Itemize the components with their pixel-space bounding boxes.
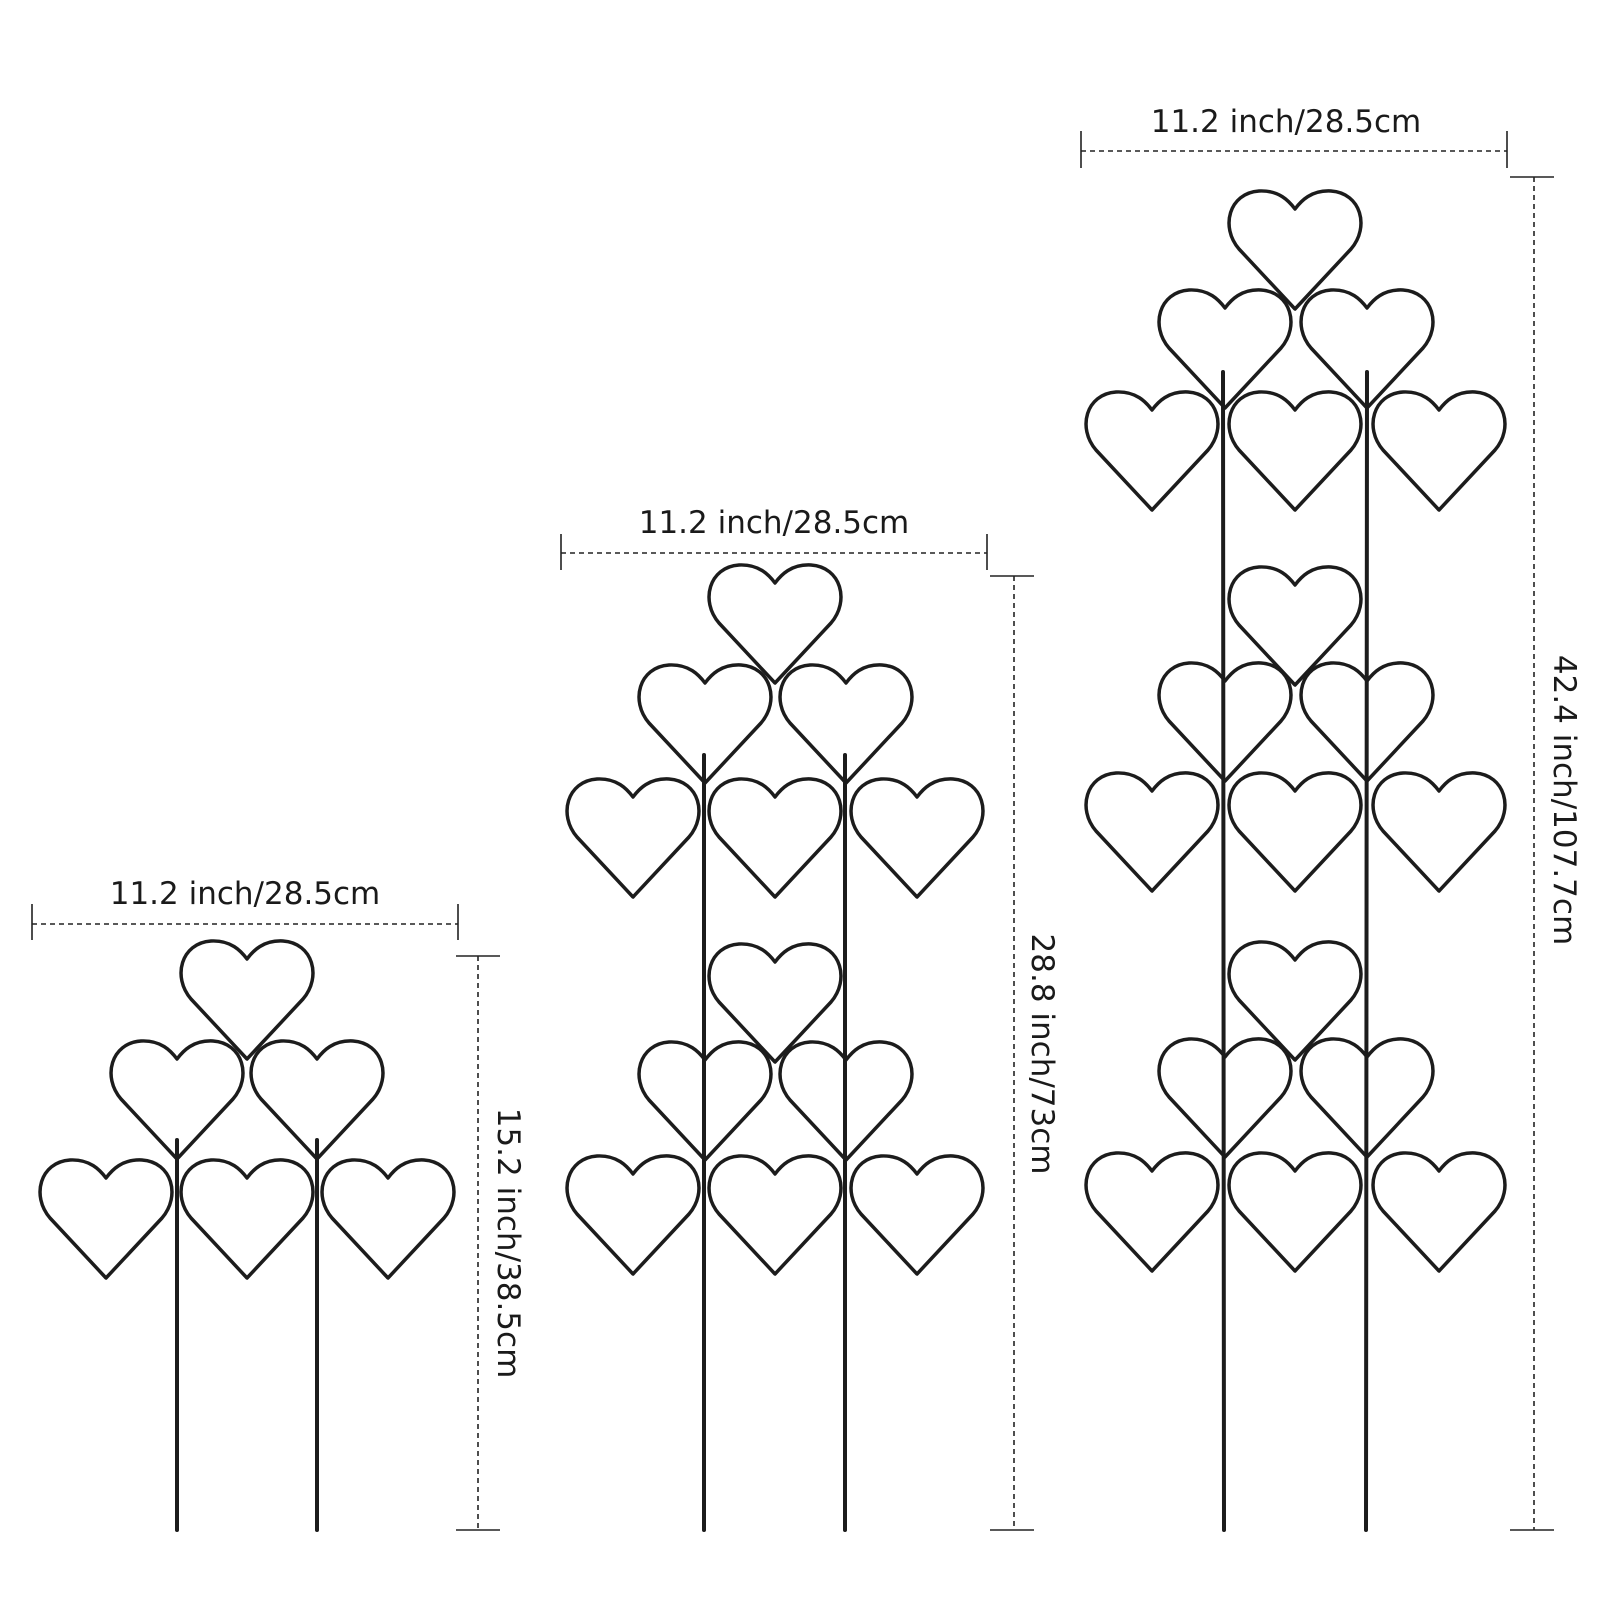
- heart-icon: [1084, 1151, 1220, 1273]
- height-dimension-large: 42.4 inch/107.7cm: [1510, 176, 1582, 1531]
- width-label-small: 11.2 inch/28.5cm: [110, 876, 381, 912]
- width-dimension-small: 11.2 inch/28.5cm: [31, 876, 459, 940]
- width-dimension-large: 11.2 inch/28.5cm: [1080, 104, 1508, 168]
- heart-cluster-large-lower: [1084, 940, 1507, 1273]
- heart-icon: [38, 1158, 174, 1280]
- height-label-small: 15.2 inch/38.5cm: [490, 1108, 526, 1379]
- heart-icon: [565, 777, 701, 899]
- heart-icon: [1371, 390, 1507, 512]
- heart-icon: [565, 1154, 701, 1276]
- heart-cluster-large-upper: [1084, 189, 1507, 512]
- heart-icon: [1227, 390, 1363, 512]
- heart-cluster-small: [38, 939, 456, 1280]
- height-label-medium: 28.8 inch/73cm: [1024, 934, 1060, 1175]
- heart-cluster-medium-upper: [565, 563, 985, 899]
- trellis-small: 11.2 inch/28.5cm 15.2 inch/38.5cm: [31, 876, 526, 1532]
- trellis-large: 11.2 inch/28.5cm 42.4 inch/107.7cm: [1080, 104, 1582, 1532]
- stake-left-large: [1221, 370, 1226, 1532]
- height-dimension-small: 15.2 inch/38.5cm: [456, 955, 526, 1531]
- heart-icon: [1227, 1151, 1363, 1273]
- heart-icon: [1371, 1151, 1507, 1273]
- width-label-large: 11.2 inch/28.5cm: [1151, 104, 1422, 140]
- heart-icon: [707, 1154, 843, 1276]
- width-label-medium: 11.2 inch/28.5cm: [639, 505, 910, 541]
- heart-icon: [1227, 565, 1363, 687]
- heart-icon: [707, 777, 843, 899]
- heart-icon: [849, 777, 985, 899]
- heart-icon: [849, 1154, 985, 1276]
- trellis-medium: 11.2 inch/28.5cm 28.8 inch/73cm: [560, 505, 1060, 1532]
- heart-icon: [1227, 940, 1363, 1062]
- heart-icon: [1227, 771, 1363, 893]
- heart-cluster-medium-lower: [565, 942, 985, 1276]
- height-label-large: 42.4 inch/107.7cm: [1546, 655, 1582, 945]
- heart-icon: [1084, 771, 1220, 893]
- heart-icon: [320, 1158, 456, 1280]
- width-dimension-medium: 11.2 inch/28.5cm: [560, 505, 988, 570]
- heart-icon: [1084, 390, 1220, 512]
- height-dimension-medium: 28.8 inch/73cm: [990, 575, 1060, 1531]
- heart-icon: [179, 1158, 315, 1280]
- heart-cluster-large-middle: [1084, 565, 1507, 893]
- heart-icon: [1371, 771, 1507, 893]
- stake-right-large: [1364, 370, 1369, 1532]
